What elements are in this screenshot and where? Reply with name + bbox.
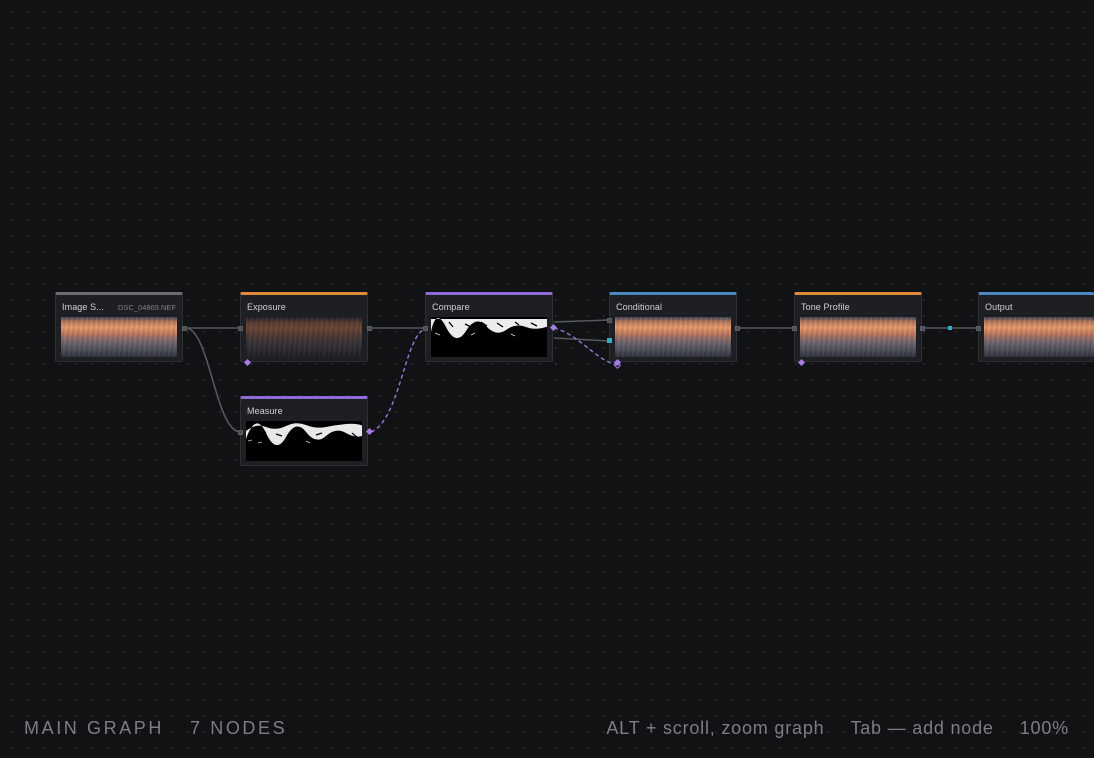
node-title: Conditional xyxy=(616,302,663,312)
output-in-port[interactable] xyxy=(976,326,981,331)
node-title: Tone Profile xyxy=(801,302,850,312)
wire-compare-to-conditional-a[interactable] xyxy=(553,319,610,323)
wire-compare-to-conditional-b[interactable] xyxy=(553,337,610,342)
node-header: Output xyxy=(985,301,1088,313)
node-preview xyxy=(246,421,362,461)
graph-name: MAIN GRAPH xyxy=(24,718,165,738)
graph-hints: ALT + scroll, zoom graph Tab — add node … xyxy=(606,718,1069,739)
wire-compare-to-conditional-cond[interactable] xyxy=(553,327,618,366)
node-exposure[interactable]: Exposure xyxy=(240,292,368,362)
tone-profile-in-port[interactable] xyxy=(792,326,797,331)
node-title: Image S... xyxy=(62,302,105,312)
node-preview xyxy=(984,317,1094,357)
node-header: Measure xyxy=(247,405,361,417)
conditional-out-port[interactable] xyxy=(735,326,740,331)
node-title: Measure xyxy=(247,406,283,416)
add-node-hint: Tab — add node xyxy=(850,718,994,738)
node-conditional[interactable]: Conditional xyxy=(609,292,737,362)
node-preview xyxy=(800,317,916,357)
node-title: Exposure xyxy=(247,302,286,312)
node-tone-profile[interactable]: Tone Profile xyxy=(794,292,922,362)
node-header: Conditional xyxy=(616,301,730,313)
measure-in-port[interactable] xyxy=(238,430,243,435)
node-image-source[interactable]: Image S... DSC_04869.NEF xyxy=(55,292,183,362)
image-source-out-port[interactable] xyxy=(182,326,187,331)
wire-image-to-measure[interactable] xyxy=(185,327,241,433)
conditional-false-in-port[interactable] xyxy=(607,338,612,343)
exposure-out-port[interactable] xyxy=(367,326,372,331)
node-header: Compare xyxy=(432,301,546,313)
graph-info: MAIN GRAPH 7 NODES xyxy=(24,718,287,739)
node-header: Exposure xyxy=(247,301,361,313)
node-title: Compare xyxy=(432,302,470,312)
node-title: Output xyxy=(985,302,1013,312)
node-compare[interactable]: Compare xyxy=(425,292,553,362)
wire-signal-dot xyxy=(948,326,952,330)
node-preview xyxy=(615,317,731,357)
node-preview xyxy=(431,317,547,357)
zoom-hint: ALT + scroll, zoom graph xyxy=(606,718,825,738)
wire-measure-to-compare[interactable] xyxy=(370,328,426,433)
mask-preview-graphic xyxy=(246,423,362,445)
exposure-in-port[interactable] xyxy=(238,326,243,331)
zoom-level[interactable]: 100% xyxy=(1019,718,1069,738)
compare-in-port[interactable] xyxy=(423,326,428,331)
node-preview xyxy=(246,317,362,357)
tone-profile-out-port[interactable] xyxy=(920,326,925,331)
node-measure[interactable]: Measure xyxy=(240,396,368,466)
node-preview xyxy=(61,317,177,357)
node-output[interactable]: Output xyxy=(978,292,1094,362)
node-count: 7 NODES xyxy=(190,718,288,738)
node-header: Image S... DSC_04869.NEF xyxy=(62,301,176,313)
node-filename: DSC_04869.NEF xyxy=(118,302,176,312)
node-header: Tone Profile xyxy=(801,301,915,313)
mask-preview-graphic xyxy=(431,318,547,338)
conditional-true-in-port[interactable] xyxy=(607,318,612,323)
